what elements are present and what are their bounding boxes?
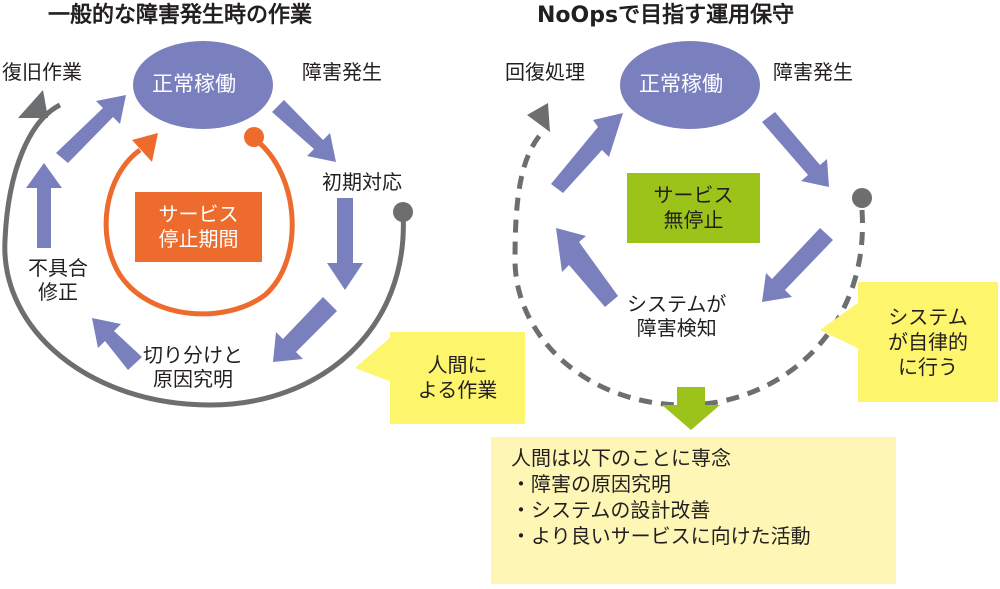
arrow-to-isolation-1	[327, 198, 363, 290]
human-focus-item: ・障害の原因究明	[511, 472, 671, 496]
arrow-to-fix	[92, 318, 142, 370]
autonomous-callout-line3: に行う	[898, 354, 958, 379]
human-work-arc	[2, 102, 406, 408]
system-autonomy-arc	[512, 133, 865, 408]
autonomous-callout-line1: システム	[888, 304, 968, 329]
right-step-system-detection: システムが 障害検知	[627, 292, 726, 340]
no-downtime-box: サービス 無停止	[627, 173, 760, 243]
arrow-to-detection-1	[762, 112, 829, 187]
arrow-to-normal	[56, 95, 126, 163]
arrow-to-isolation-2	[273, 297, 337, 362]
system-autonomy-arrowhead	[527, 103, 550, 132]
service-outage-box: サービス 停止期間	[135, 192, 262, 262]
human-work-start-dot	[393, 202, 413, 222]
service-outage-line1: サービス	[158, 202, 239, 226]
right-step-system-detection-line1: システムが	[627, 292, 727, 316]
right-step-recovery-process: 回復処理	[505, 60, 585, 84]
normal-operation-ellipse-left	[133, 41, 273, 129]
human-work-arrowhead	[18, 90, 48, 118]
human-work-callout-line2: よる作業	[417, 378, 498, 402]
step-initial-response: 初期対応	[322, 170, 402, 194]
right-step-system-detection-line2: 障害検知	[636, 316, 717, 340]
arrow-to-recovery-right-2	[551, 113, 623, 193]
arrow-to-detection-2	[762, 228, 833, 302]
left-center-label: 正常稼働	[152, 72, 236, 96]
no-downtime-line1: サービス	[653, 183, 734, 207]
down-arrow	[662, 387, 720, 430]
no-downtime-line2: 無停止	[663, 208, 724, 232]
step-isolation-line1: 切り分けと	[143, 343, 243, 367]
service-outage-line2: 停止期間	[158, 227, 239, 251]
normal-operation-ellipse-right	[620, 41, 760, 129]
human-focus-heading: 人間は以下のことに専念	[511, 446, 731, 470]
left-callout-pointer	[355, 336, 392, 382]
left-title: 一般的な障害発生時の作業	[48, 3, 313, 28]
human-focus-item: ・システムの設計改善	[511, 498, 711, 522]
step-isolation: 切り分けと 原因究明	[143, 343, 243, 391]
outage-arc	[103, 138, 295, 317]
human-focus-item: ・より良いサービスに向けた活動	[511, 524, 811, 548]
system-autonomy-start-dot	[852, 188, 872, 208]
step-bug-fix-line2: 修正	[38, 280, 78, 304]
right-step-failure-occurs: 障害発生	[773, 60, 853, 84]
human-work-callout: 人間に よる作業	[390, 332, 525, 424]
step-failure-occurs: 障害発生	[302, 60, 382, 84]
arrow-to-recovery-1	[26, 163, 62, 248]
right-callout-pointer	[820, 300, 862, 350]
outage-start-dot	[244, 127, 264, 147]
autonomous-callout-line2: が自律的	[888, 329, 968, 354]
step-bug-fix: 不具合 修正	[28, 256, 88, 304]
right-center-label: 正常稼働	[639, 72, 723, 96]
step-isolation-line2: 原因究明	[153, 367, 233, 391]
human-focus-box: 人間は以下のことに専念 ・障害の原因究明 ・システムの設計改善 ・より良いサービ…	[491, 437, 896, 584]
autonomous-callout: システム が自律的 に行う	[858, 282, 998, 402]
step-bug-fix-line1: 不具合	[28, 256, 88, 280]
human-work-callout-line1: 人間に	[427, 353, 488, 377]
step-recovery-work: 復旧作業	[2, 60, 82, 84]
arrow-to-initial	[272, 100, 336, 162]
arrow-to-recovery-right-1	[556, 228, 618, 307]
right-title: NoOpsで目指す運用保守	[537, 3, 795, 28]
outage-arrowhead	[132, 133, 158, 162]
